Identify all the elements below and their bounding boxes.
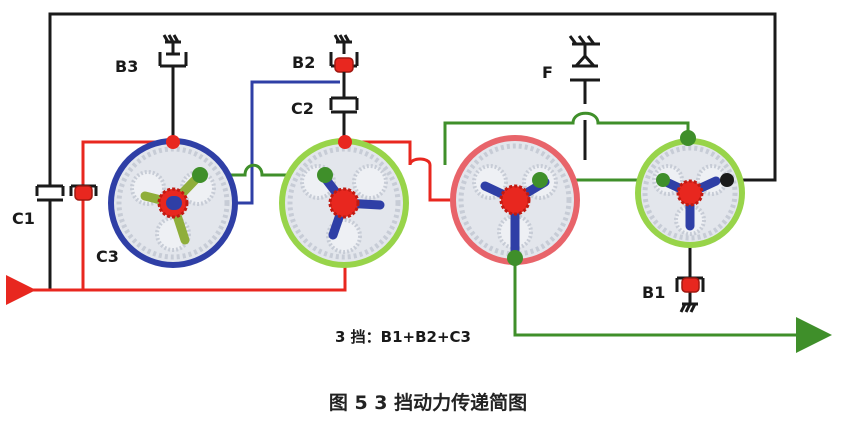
label-c3: C3 bbox=[96, 247, 119, 266]
label-b2: B2 bbox=[292, 53, 315, 72]
b3-brake bbox=[158, 34, 188, 138]
planetary-set-3 bbox=[450, 135, 580, 265]
c3-engaged-marker bbox=[74, 185, 93, 201]
b1-engaged-marker bbox=[681, 277, 700, 293]
label-b3: B3 bbox=[115, 57, 138, 76]
housing-connection-line bbox=[48, 12, 777, 290]
planetary-set-2 bbox=[279, 138, 409, 268]
label-b1: B1 bbox=[642, 283, 665, 302]
label-c2: C2 bbox=[291, 99, 314, 118]
c2-clutch bbox=[329, 72, 359, 138]
c1-clutch bbox=[35, 184, 65, 202]
label-f: F bbox=[542, 63, 553, 82]
gear-state-label: 3 挡：B1+B2+C3 bbox=[335, 328, 471, 346]
figure-caption: 图 5 3 挡动力传递简图 bbox=[328, 392, 528, 414]
input-power-path bbox=[10, 140, 515, 292]
label-c1: C1 bbox=[12, 209, 35, 228]
b2-engaged-marker bbox=[334, 57, 354, 73]
f-freewheel bbox=[568, 35, 600, 160]
planetary-set-4 bbox=[635, 138, 745, 248]
connection-nodes bbox=[166, 130, 734, 266]
